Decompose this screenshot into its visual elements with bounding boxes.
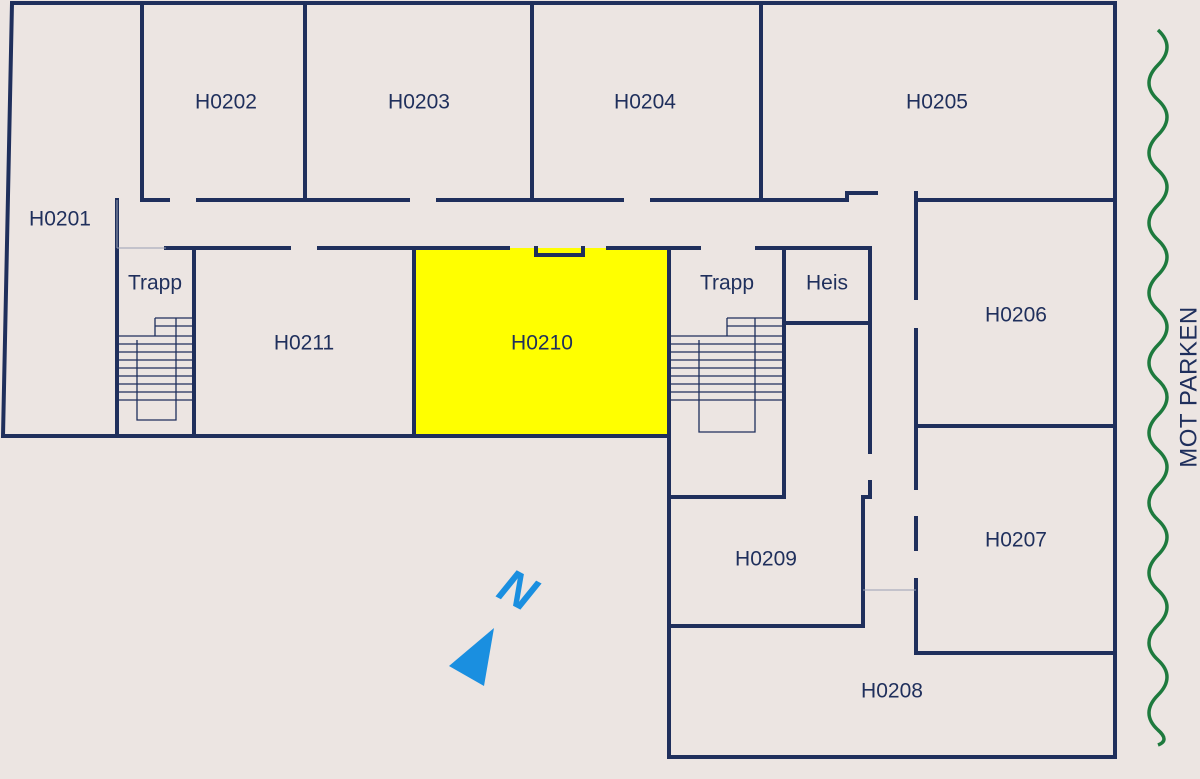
side-label-mot-parken: MOT PARKEN: [1175, 306, 1200, 467]
wall: [667, 246, 872, 628]
compass-north-label: N: [490, 559, 547, 623]
compass-arrow-icon: [449, 628, 494, 686]
stair-steps-left: [119, 317, 192, 421]
room-label-h0203: H0203: [388, 91, 450, 114]
park-boundary-line: [1147, 28, 1169, 747]
room-label-h0209: H0209: [735, 548, 797, 571]
wall: [914, 191, 1117, 655]
room-h0210-highlight[interactable]: [414, 248, 669, 436]
building-outline: [0, 1, 1117, 759]
elevator-label: Heis: [806, 272, 848, 295]
room-label-h0201: H0201: [29, 208, 91, 231]
room-label-h0204: H0204: [614, 91, 676, 114]
room-label-h0208: H0208: [861, 680, 923, 703]
corridor-wall-top: [140, 191, 1117, 202]
room-label-h0206: H0206: [985, 304, 1047, 327]
stair-label-left: Trapp: [128, 272, 182, 295]
stair-steps-right: [671, 317, 782, 433]
room-label-h0205: H0205: [906, 91, 968, 114]
wall: [667, 246, 786, 499]
compass: N: [449, 559, 546, 686]
stair-label-right: Trapp: [700, 272, 754, 295]
room-label-h0211: H0211: [274, 332, 334, 355]
room-label-h0207: H0207: [985, 529, 1047, 552]
room-label-h0202: H0202: [195, 91, 257, 114]
room-label-h0210[interactable]: H0210: [511, 332, 573, 355]
